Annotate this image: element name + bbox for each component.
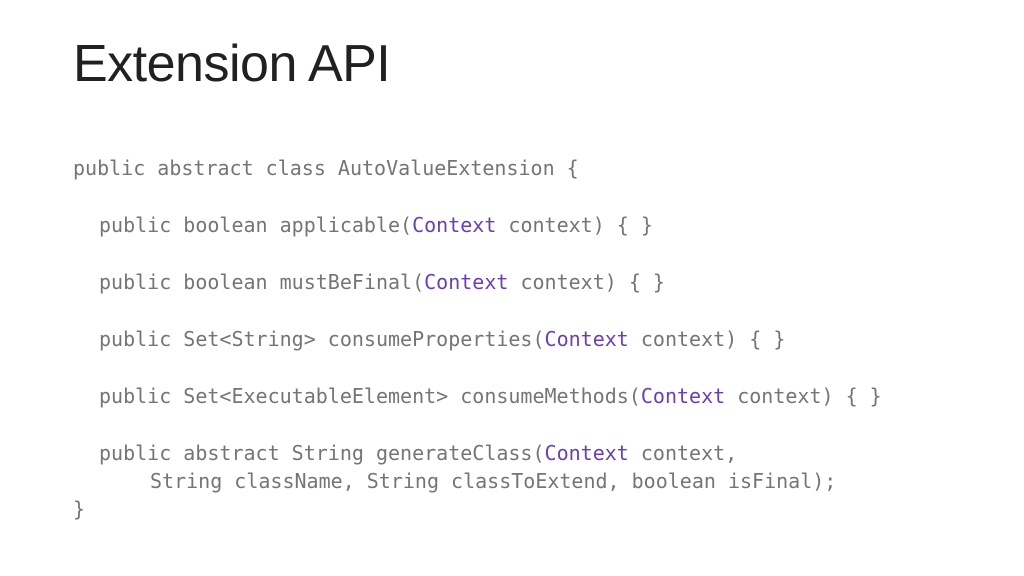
type-keyword: Context xyxy=(544,327,629,351)
type-keyword: Context xyxy=(424,270,509,294)
code-line-class-declaration: public abstract class AutoValueExtension… xyxy=(73,156,579,180)
type-keyword: Context xyxy=(640,384,726,408)
code-text: public boolean applicable( xyxy=(99,213,413,237)
code-text: public abstract String generateClass( xyxy=(99,441,545,465)
code-line-must-be-final: public boolean mustBeFinal(Context conte… xyxy=(73,268,882,296)
code-text: public Set<String> consumeProperties( xyxy=(99,327,545,351)
type-keyword: Context xyxy=(544,441,629,465)
code-line-consume-methods: public Set<ExecutableElement> consumeMet… xyxy=(73,382,882,410)
code-text: public Set<ExecutableElement> consumeMet… xyxy=(99,384,641,408)
code-text: context, xyxy=(628,441,738,465)
code-line-generate-class: public abstract String generateClass(Con… xyxy=(73,439,882,467)
code-text: public boolean mustBeFinal( xyxy=(99,270,425,294)
code-block: public abstract class AutoValueExtension… xyxy=(73,154,882,523)
code-line-closing-brace: } xyxy=(73,497,86,521)
code-text: context) { } xyxy=(725,384,882,408)
code-line-generate-class-params: String className, String classToExtend, … xyxy=(150,469,837,493)
type-keyword: Context xyxy=(412,213,497,237)
code-text: context) { } xyxy=(508,270,665,294)
code-text: context) { } xyxy=(496,213,653,237)
code-line-applicable: public boolean applicable(Context contex… xyxy=(73,211,882,239)
code-text: context) { } xyxy=(628,327,786,351)
slide-title: Extension API xyxy=(73,35,391,93)
code-line-consume-properties: public Set<String> consumeProperties(Con… xyxy=(73,325,882,353)
